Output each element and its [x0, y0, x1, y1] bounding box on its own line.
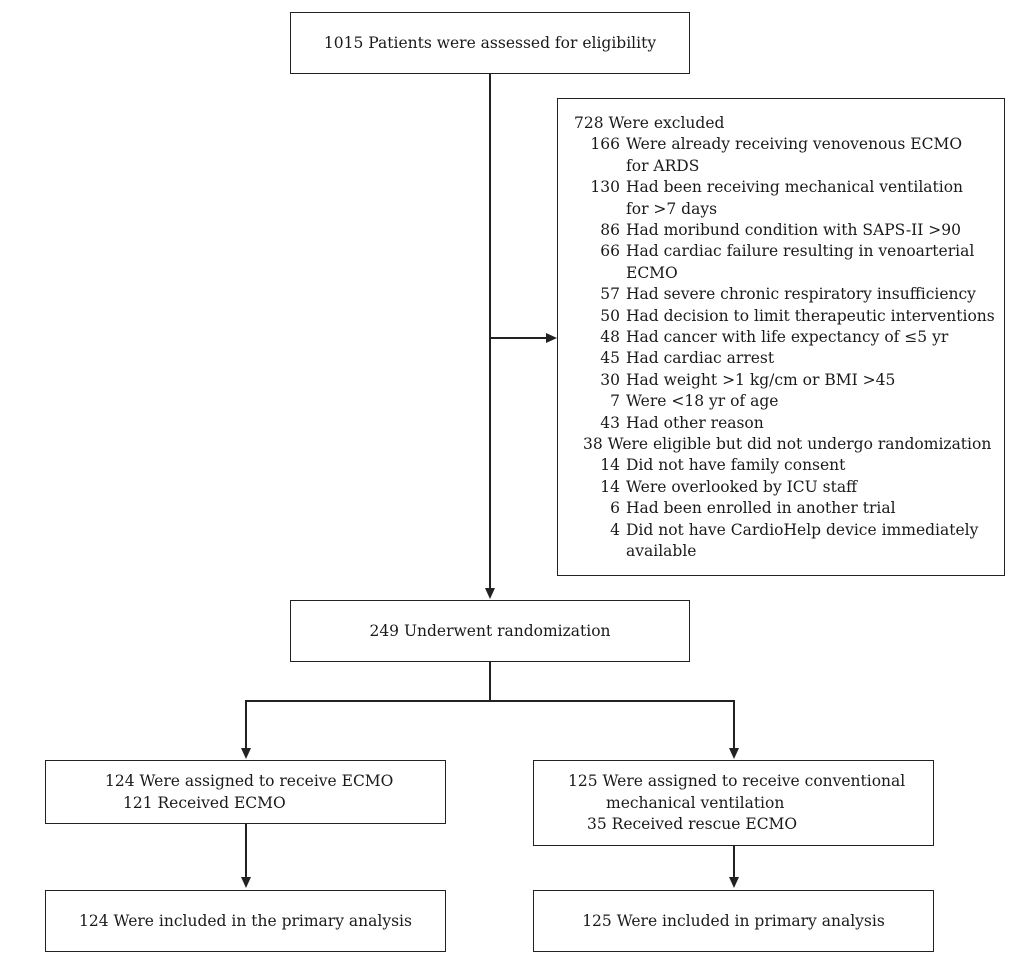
exclusion-reason-count: 57	[600, 285, 620, 304]
control-arm-box: 125 Were assigned to receive conventiona…	[533, 760, 934, 846]
exclusion-reason-text: Had other reason	[626, 413, 764, 432]
exclusion-reason-cont-text: ECMO	[626, 263, 678, 282]
arrow-to-control-arm	[729, 748, 739, 759]
arrow-to-ecmo-arm	[241, 748, 251, 759]
split-stem-line	[489, 662, 491, 701]
exclusion-reason-count: 66	[600, 242, 620, 261]
control-assigned-label: 125 Were assigned to receive conventiona…	[568, 772, 906, 790]
exclusion-reason-text: Were <18 yr of age	[626, 392, 779, 411]
ecmo-branch-line	[245, 700, 247, 749]
control-branch-line	[733, 700, 735, 749]
exclusion-reason-text: Had cardiac failure resulting in venoart…	[626, 242, 975, 261]
exclusion-reason-count: 7	[610, 392, 620, 411]
control-analysis-line	[733, 846, 735, 878]
exclusion-reason-text: Were already receiving venovenous ECMO	[626, 135, 963, 154]
arrow-to-control-analysis	[729, 877, 739, 888]
arrow-to-randomization	[485, 588, 495, 599]
exclusion-reason-text: Had moribund condition with SAPS-II >90	[626, 221, 961, 239]
not-randomized-reason-cont-text: available	[626, 542, 697, 560]
exclusion-reason-count: 30	[600, 370, 620, 389]
exclusion-reason-count: 166	[590, 135, 620, 154]
split-horizontal-line	[245, 700, 735, 702]
not-randomized-reason-text: Did not have family consent	[626, 456, 846, 475]
control-analysis-box: 125 Were included in primary analysis	[533, 890, 934, 952]
assessed-label: 1015 Patients were assessed for eligibil…	[323, 34, 657, 52]
arrow-to-ecmo-analysis	[241, 877, 251, 888]
excluded-title: 728 Were excluded	[574, 114, 725, 132]
exclusion-reason-text: Had decision to limit therapeutic interv…	[626, 306, 995, 325]
exclusion-reason-count: 86	[600, 221, 620, 239]
ecmo-analysis-label: 124 Were included in the primary analysi…	[79, 912, 412, 930]
not-randomized-reason-count: 14	[600, 477, 620, 496]
main-flow-line	[489, 74, 491, 589]
not-randomized-reason-count: 14	[600, 456, 620, 475]
not-randomized-reason-text: Were overlooked by ICU staff	[626, 477, 858, 496]
exclusion-reason-count: 45	[600, 349, 620, 368]
exclusion-reason-text: Had weight >1 kg/cm or BMI >45	[626, 370, 896, 389]
not-randomized-reason-text: Had been enrolled in another trial	[626, 499, 896, 518]
exclusion-branch-line	[489, 337, 547, 339]
exclusion-reason-text: Had cancer with life expectancy of ≤5 yr	[626, 328, 949, 346]
control-assigned-cont-label: mechanical ventilation	[606, 794, 785, 812]
control-rescue-label: 35 Received rescue ECMO	[587, 815, 798, 833]
randomization-label: 249 Underwent randomization	[369, 622, 611, 640]
exclusion-reason-cont-text: for ARDS	[626, 156, 700, 175]
control-analysis-label: 125 Were included in primary analysis	[582, 912, 885, 930]
ecmo-assigned-label: 124 Were assigned to receive ECMO	[105, 772, 394, 790]
exclusion-reason-cont-text: for >7 days	[626, 199, 718, 218]
exclusion-reason-count: 43	[600, 413, 620, 432]
ecmo-received-label: 121 Received ECMO	[123, 794, 286, 812]
exclusion-reason-text: Had cardiac arrest	[626, 349, 775, 368]
exclusion-reason-count: 48	[600, 328, 620, 346]
not-randomized-reason-text: Did not have CardioHelp device immediate…	[626, 520, 979, 539]
excluded-box: 728 Were excluded 166 Were already receiv…	[557, 98, 1005, 576]
not-randomized-reason-count: 6	[610, 499, 620, 518]
ecmo-analysis-box: 124 Were included in the primary analysi…	[45, 890, 446, 952]
exclusion-reason-text: Had been receiving mechanical ventilatio…	[626, 178, 964, 197]
exclusion-reason-count: 130	[590, 178, 620, 197]
not-randomized-title: 38 Were eligible but did not undergo ran…	[583, 435, 992, 453]
ecmo-analysis-line	[245, 824, 247, 878]
arrow-to-excluded	[546, 333, 557, 343]
ecmo-arm-box: 124 Were assigned to receive ECMO 121 Re…	[45, 760, 446, 824]
exclusion-reason-count: 50	[600, 306, 620, 325]
exclusion-reason-text: Had severe chronic respiratory insuffici…	[626, 285, 976, 304]
not-randomized-reason-count: 4	[610, 520, 620, 539]
randomization-box: 249 Underwent randomization	[290, 600, 690, 662]
assessed-box: 1015 Patients were assessed for eligibil…	[290, 12, 690, 74]
